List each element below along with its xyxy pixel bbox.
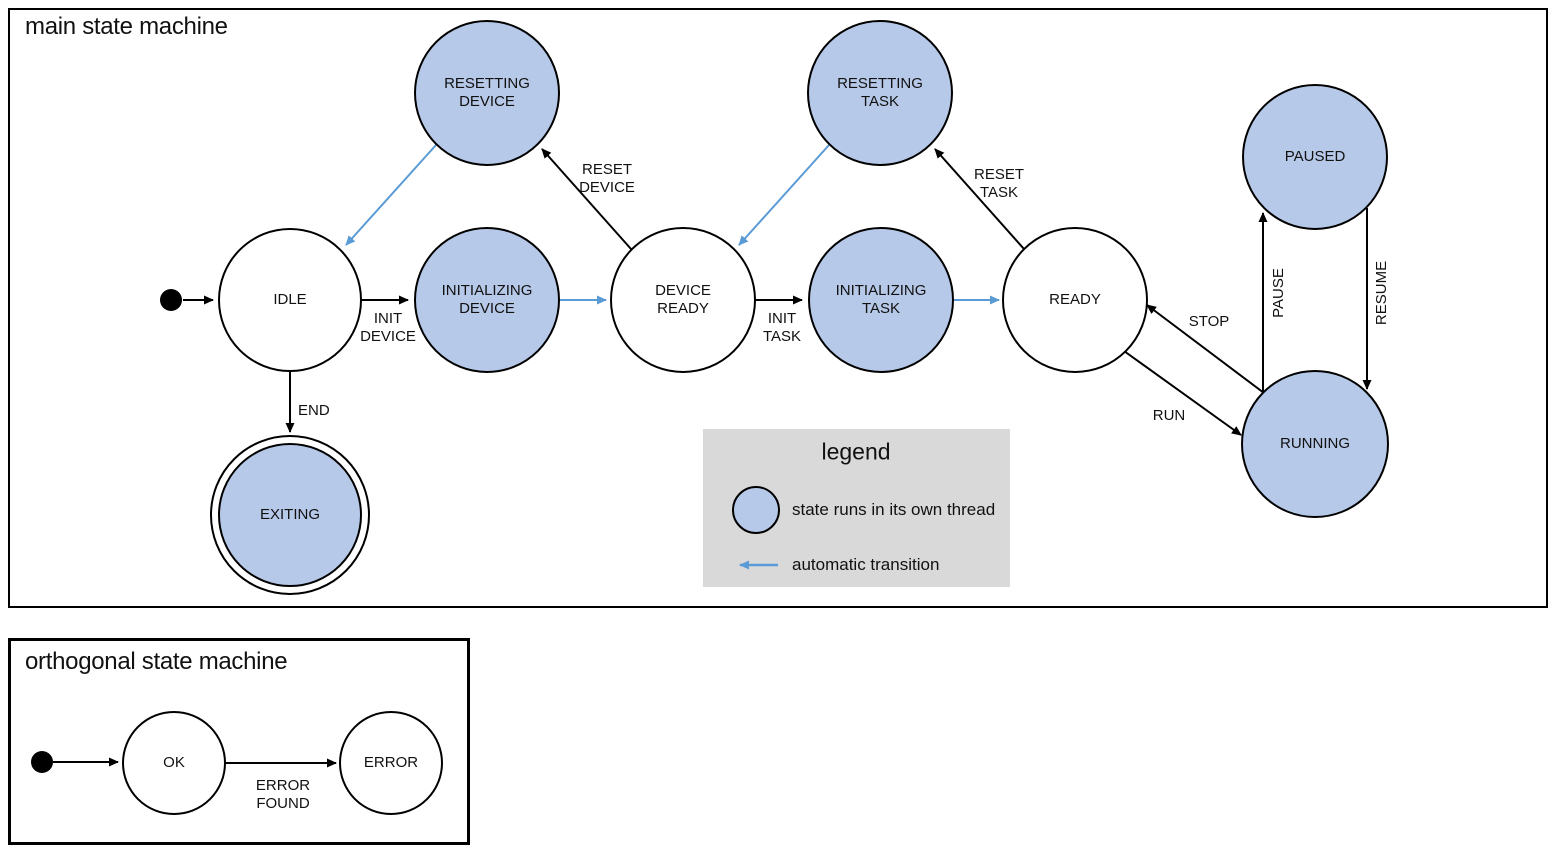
- edge-end-label: END: [298, 402, 330, 419]
- state-exiting-inner-circle: [218, 443, 362, 587]
- edge-error-found-label: ERROR FOUND: [255, 777, 311, 812]
- state-running-circle: [1241, 370, 1389, 518]
- state-ready-circle: [1002, 227, 1148, 373]
- state-resetting-device-circle: [414, 20, 560, 166]
- state-idle-circle: [218, 228, 362, 372]
- legend-title: legend: [821, 438, 891, 465]
- state-error-label: ERROR: [363, 754, 419, 771]
- ortho-initial-state-dot: [31, 751, 53, 773]
- edge-init-task-label: INIT TASK: [762, 310, 802, 345]
- state-initializing-device-label: INITIALIZING DEVICE: [441, 282, 533, 317]
- edge-reset-task-label: RESET TASK: [973, 166, 1025, 201]
- initial-state-dot: [160, 289, 182, 311]
- state-initializing-task-circle: [808, 227, 954, 373]
- edge-run-label: RUN: [1152, 407, 1186, 424]
- state-paused-label: PAUSED: [1284, 148, 1346, 165]
- edge-reset-device: [541, 148, 632, 250]
- edge-init-device-label: INIT DEVICE: [360, 310, 416, 345]
- edge-stop: [1146, 304, 1265, 394]
- state-initializing-device-circle: [414, 227, 560, 373]
- state-paused-circle: [1242, 84, 1388, 230]
- state-running-label: RUNNING: [1280, 435, 1350, 452]
- edge-stop-label: STOP: [1188, 313, 1230, 330]
- state-exiting-label: EXITING: [259, 506, 321, 523]
- ortho-machine-title: orthogonal state machine: [25, 648, 288, 675]
- state-initializing-task-label: INITIALIZING TASK: [835, 282, 927, 317]
- main-machine-title: main state machine: [25, 13, 228, 40]
- edge-auto-resettask-to-devready: [738, 144, 830, 246]
- legend-auto-label: automatic transition: [792, 555, 940, 574]
- edge-reset-task: [934, 148, 1025, 250]
- state-idle-label: IDLE: [273, 291, 307, 308]
- edge-reset-device-label: RESET DEVICE: [579, 161, 635, 196]
- state-device-ready-label: DEVICE READY: [655, 282, 711, 317]
- edge-resume-label: RESUME: [1373, 260, 1390, 326]
- edge-pause-label: PAUSE: [1270, 268, 1287, 318]
- edge-auto-resetdev-to-idle: [345, 144, 437, 246]
- legend-thread-state-icon: [732, 486, 780, 534]
- legend-thread-label: state runs in its own thread: [792, 500, 996, 519]
- state-ok-circle: [122, 711, 226, 815]
- state-resetting-device-label: RESETTING DEVICE: [444, 75, 530, 110]
- state-device-ready-circle: [610, 227, 756, 373]
- state-error-circle: [339, 711, 443, 815]
- state-ok-label: OK: [163, 754, 185, 771]
- state-resetting-task-circle: [807, 20, 953, 166]
- state-resetting-task-label: RESETTING TASK: [837, 75, 923, 110]
- edge-run: [1123, 350, 1242, 436]
- state-ready-label: READY: [1049, 291, 1101, 308]
